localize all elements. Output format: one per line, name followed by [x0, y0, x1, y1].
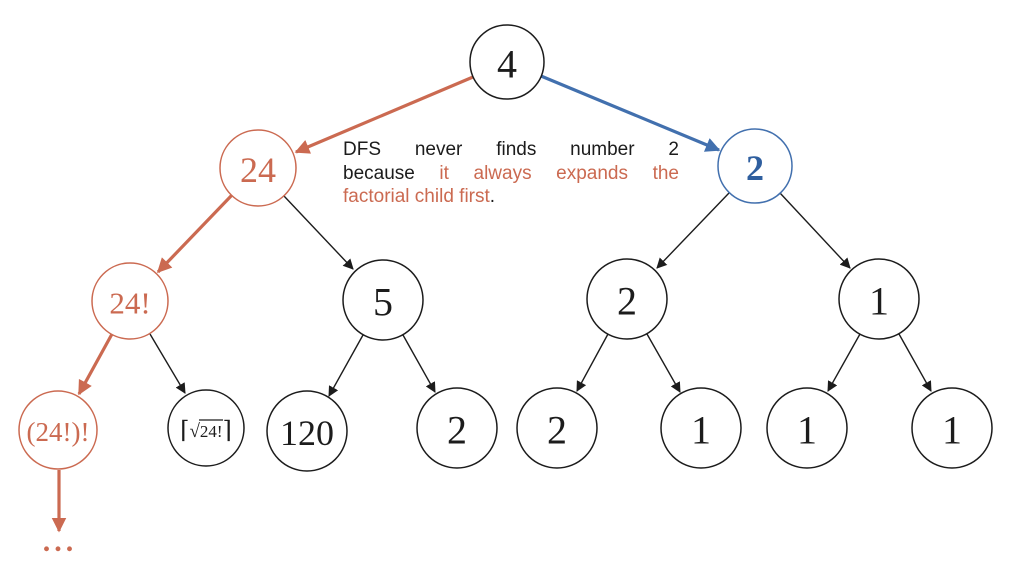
node-root-circle	[469, 24, 545, 100]
caption-line-2: because it always expands the	[343, 162, 679, 186]
node-2b-label: 2	[547, 408, 567, 453]
edge-24-5	[283, 195, 354, 270]
caption-period: .	[489, 186, 496, 207]
node-1-mid-circle	[838, 258, 920, 340]
caption-line-3: factorial child first.	[343, 185, 679, 209]
node-1-mid-label: 1	[869, 279, 889, 324]
caption-word: 2	[668, 139, 679, 160]
caption-word: finds	[496, 139, 537, 160]
edge-5-120	[328, 334, 364, 397]
caption-word: expands	[556, 162, 628, 184]
edge-1-1a	[827, 333, 861, 392]
node-1c-circle	[911, 387, 993, 469]
caption-word: never	[414, 139, 463, 160]
node-24fact-label: 24!	[109, 286, 150, 321]
node-2b-circle	[516, 387, 598, 469]
edge-2-2	[656, 192, 730, 269]
node-sqrt-label: ⌈√24!⌉	[180, 418, 232, 444]
caption-word: it	[439, 162, 449, 184]
node-1c-label: 1	[942, 408, 962, 453]
node-2-mid-label: 2	[617, 279, 637, 324]
caption-word: the	[652, 162, 679, 184]
edge-24-24f	[156, 193, 234, 274]
edge-4-2	[540, 74, 721, 152]
node-24ff-circle	[18, 390, 98, 470]
caption-word: always	[473, 162, 532, 184]
node-24ff-label: (24!)!	[27, 417, 90, 447]
node-5-circle	[342, 259, 424, 341]
node-24-circle	[219, 129, 297, 207]
node-2-blue-label: 2	[746, 148, 764, 188]
caption: DFS never finds number 2 because it alwa…	[343, 138, 679, 209]
edge-24f-24ff	[77, 333, 114, 396]
node-1a-label: 1	[691, 408, 711, 453]
node-2-mid-circle	[586, 258, 668, 340]
caption-word: number	[570, 139, 635, 160]
caption-word: DFS	[343, 139, 381, 160]
node-120-circle	[266, 390, 348, 472]
node-120-label: 120	[280, 413, 334, 453]
edge-2-1	[779, 192, 851, 269]
edge-5-2	[402, 334, 436, 393]
caption-text-orange: factorial child first	[343, 186, 490, 207]
edge-2-2b	[576, 333, 609, 392]
edge-2-1b	[646, 333, 681, 393]
caption-word: because	[343, 162, 415, 184]
node-1b-label: 1	[797, 408, 817, 453]
ellipsis-label: ...	[43, 525, 78, 558]
caption-line-1: DFS never finds number 2	[343, 138, 679, 162]
edge-24f-sqrt	[149, 333, 186, 394]
node-1b-circle	[766, 387, 848, 469]
edge-4-24	[294, 75, 474, 154]
node-24-label: 24	[240, 150, 276, 190]
node-24fact-circle	[91, 262, 169, 340]
node-5-label: 5	[373, 280, 393, 325]
node-2a-label: 2	[447, 408, 467, 453]
edge-1-1b	[898, 333, 932, 392]
node-sqrt-circle	[167, 389, 245, 467]
node-2-blue-circle	[717, 128, 793, 204]
node-2a-circle	[416, 387, 498, 469]
node-root-label: 4	[497, 42, 517, 87]
node-1a-circle	[660, 387, 742, 469]
